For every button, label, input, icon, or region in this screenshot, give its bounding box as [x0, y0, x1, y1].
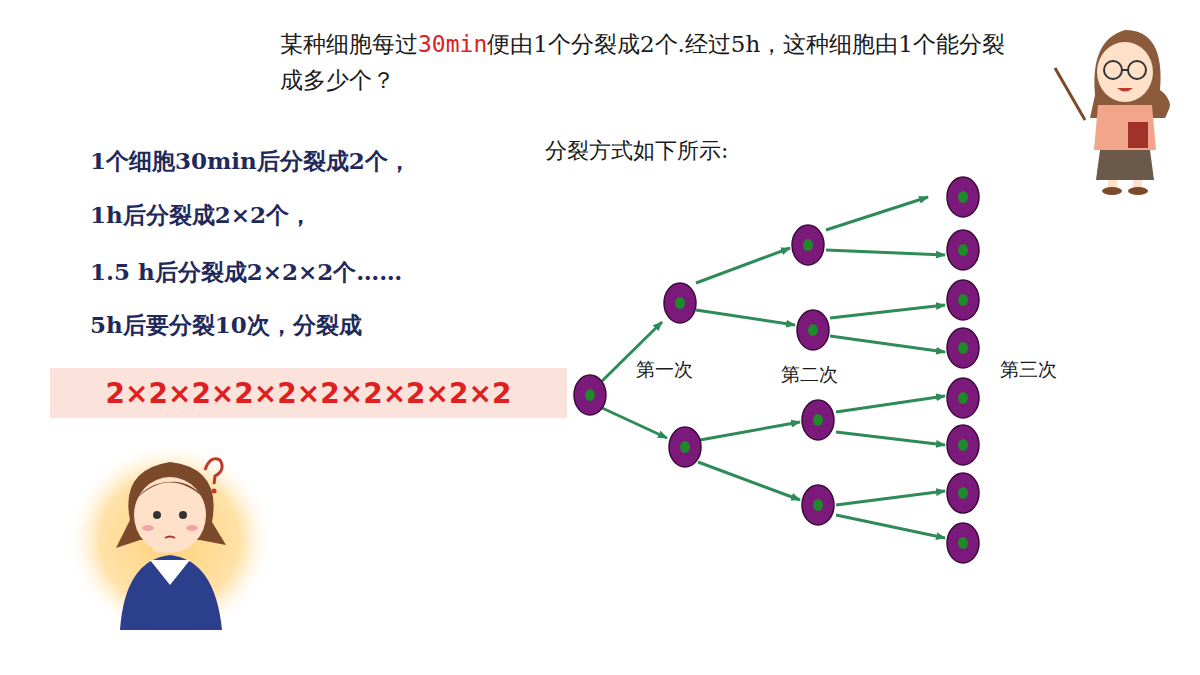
cell	[797, 310, 829, 350]
cell-nucleus	[585, 389, 595, 401]
product-expression: 2×2×2×2×2×2×2×2×2×2	[106, 377, 512, 410]
generation-label: 第一次	[636, 357, 693, 383]
cell	[947, 177, 979, 217]
cell-nucleus	[958, 392, 968, 404]
cell-nucleus	[675, 297, 685, 309]
generation-label: 第二次	[781, 362, 838, 388]
cell-nucleus	[680, 441, 690, 453]
step-line: 1.5 h后分裂成2×2×2个……	[90, 257, 402, 288]
cell-nucleus	[958, 342, 968, 354]
step-line: 5h后要分裂10次，分裂成	[90, 310, 362, 341]
cell	[947, 328, 979, 368]
step-line: 1h后分裂成2×2个，	[90, 200, 312, 231]
cell	[802, 400, 834, 440]
cell-nucleus	[958, 537, 968, 549]
cell-nucleus	[958, 244, 968, 256]
cell-nucleus	[958, 294, 968, 306]
highlight: 30min	[418, 31, 487, 57]
teacher-figure	[1055, 30, 1170, 195]
cell	[574, 375, 606, 415]
division-arrows	[600, 197, 945, 538]
cell	[792, 225, 824, 265]
cell	[947, 473, 979, 513]
diagram-caption: 分裂方式如下所示:	[545, 136, 728, 166]
cell-nucleus	[958, 191, 968, 203]
step-line: 1个细胞30min后分裂成2个，	[90, 146, 411, 177]
problem-title: 某种细胞每过30min便由1个分裂成2个.经过5h，这种细胞由1个能分裂成多少个…	[280, 26, 1015, 98]
cell	[664, 283, 696, 323]
cell	[669, 427, 701, 467]
cell	[947, 230, 979, 270]
cell-nucleus	[958, 439, 968, 451]
cell	[947, 425, 979, 465]
cell-nucleus	[813, 414, 823, 426]
cell	[802, 485, 834, 525]
student-figure	[70, 445, 270, 635]
product-band: 2×2×2×2×2×2×2×2×2×2	[50, 368, 567, 418]
generation-label: 第三次	[1000, 357, 1057, 383]
cell	[947, 280, 979, 320]
cell-nucleus	[958, 487, 968, 499]
cell-nucleus	[813, 499, 823, 511]
cells	[574, 177, 979, 563]
cell	[947, 378, 979, 418]
cell-nucleus	[808, 324, 818, 336]
cell	[947, 523, 979, 563]
cell-nucleus	[803, 239, 813, 251]
